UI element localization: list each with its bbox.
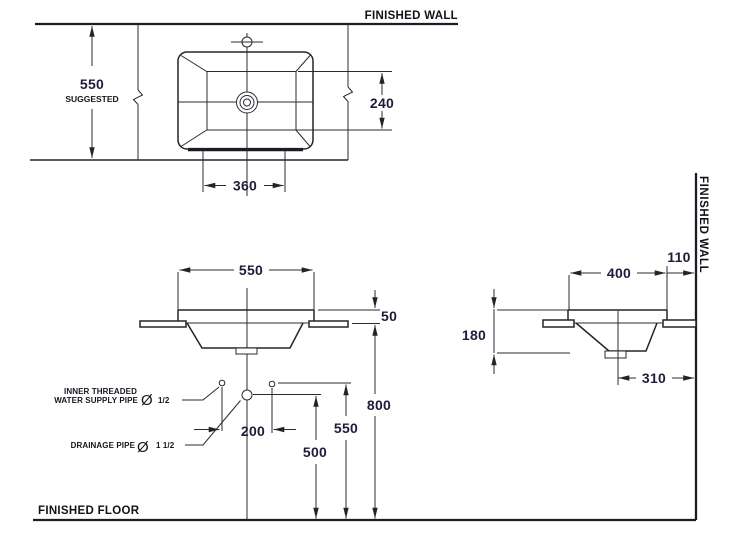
supply-label-line2: WATER SUPPLY PIPE <box>54 396 138 405</box>
supply-pipe-label: INNER THREADED WATER SUPPLY PIPE Ø 1/2 <box>54 386 220 409</box>
dim-550-suggested-value: 550 <box>80 76 104 92</box>
dim-400-value: 400 <box>607 265 631 281</box>
dim-550-width-value: 550 <box>239 262 263 278</box>
dim-800: 800 <box>367 341 391 519</box>
dim-180-value: 180 <box>462 327 486 343</box>
dim-550-suggested: 550 SUGGESTED <box>65 25 119 159</box>
dim-550-height-value: 550 <box>334 420 358 436</box>
drain-diameter-icon: Ø <box>137 439 149 456</box>
side-elevation: FINISHED WALL 400 110 <box>462 173 709 520</box>
supply-diameter-value: 1/2 <box>158 396 170 405</box>
dim-310: 310 <box>618 370 695 386</box>
drain-stub-side <box>604 350 627 359</box>
dim-310-value: 310 <box>642 370 666 386</box>
dim-500-value: 500 <box>303 444 327 460</box>
dim-500: 500 <box>253 394 327 519</box>
dim-240-value: 240 <box>370 95 394 111</box>
drain-leader-line <box>185 400 241 446</box>
supply-diameter-icon: Ø <box>141 392 153 409</box>
drain-hole-plan <box>236 91 258 114</box>
dim-110: 110 <box>667 249 695 276</box>
finished-wall-top-label: FINISHED WALL <box>365 10 458 22</box>
drain-pipe-label: DRAINAGE PIPE Ø 1 1/2 <box>71 400 241 456</box>
dim-800-value: 800 <box>367 397 391 413</box>
basin-plan <box>177 33 314 196</box>
drain-pipe-point <box>241 389 253 401</box>
dim-360: 360 <box>202 151 286 194</box>
dim-200: 200 <box>194 423 296 439</box>
finished-floor-label: FINISHED FLOOR <box>38 505 140 517</box>
drain-diameter-value: 1 1/2 <box>156 441 175 450</box>
dim-240: 240 <box>296 71 394 131</box>
supply-leader-line <box>182 386 220 401</box>
bowl-outline-front <box>186 322 304 349</box>
finished-wall-side-label: FINISHED WALL <box>697 176 709 273</box>
dim-360-value: 360 <box>233 178 257 194</box>
bowl-outline-side <box>575 322 658 352</box>
counter-slab-right <box>308 320 349 328</box>
dim-550-width: 550 <box>177 262 315 310</box>
dim-110-value: 110 <box>667 249 691 265</box>
break-symbol <box>342 86 354 102</box>
supply-pipe-left <box>218 379 226 387</box>
counter-depth-extension-lines <box>30 24 354 161</box>
floor: FINISHED FLOOR <box>33 505 696 522</box>
basin-front-section <box>139 288 349 519</box>
plan-view: FINISHED WALL 550 SUGGESTED <box>30 10 458 196</box>
counter-slab-left-side <box>542 319 575 328</box>
front-elevation: 550 50 800 <box>54 262 397 519</box>
dim-400: 400 <box>568 265 668 310</box>
drain-label: DRAINAGE PIPE <box>71 441 136 450</box>
dim-180: 180 <box>462 289 497 374</box>
drain-stub-front <box>235 347 258 355</box>
supply-pipe-right <box>268 380 276 388</box>
dim-50-value: 50 <box>381 308 397 324</box>
basin-side-section <box>497 309 697 385</box>
dim-suggested-note: SUGGESTED <box>65 94 118 104</box>
dim-50: 50 <box>318 290 397 341</box>
dim-550-height: 550 <box>278 382 358 519</box>
counter-slab-left <box>139 320 187 328</box>
pipe-points <box>218 379 276 433</box>
dim-200-value: 200 <box>241 423 265 439</box>
counter-slab-right-side <box>662 319 697 328</box>
break-symbol <box>132 89 144 105</box>
supply-label-line1: INNER THREADED <box>64 387 137 396</box>
